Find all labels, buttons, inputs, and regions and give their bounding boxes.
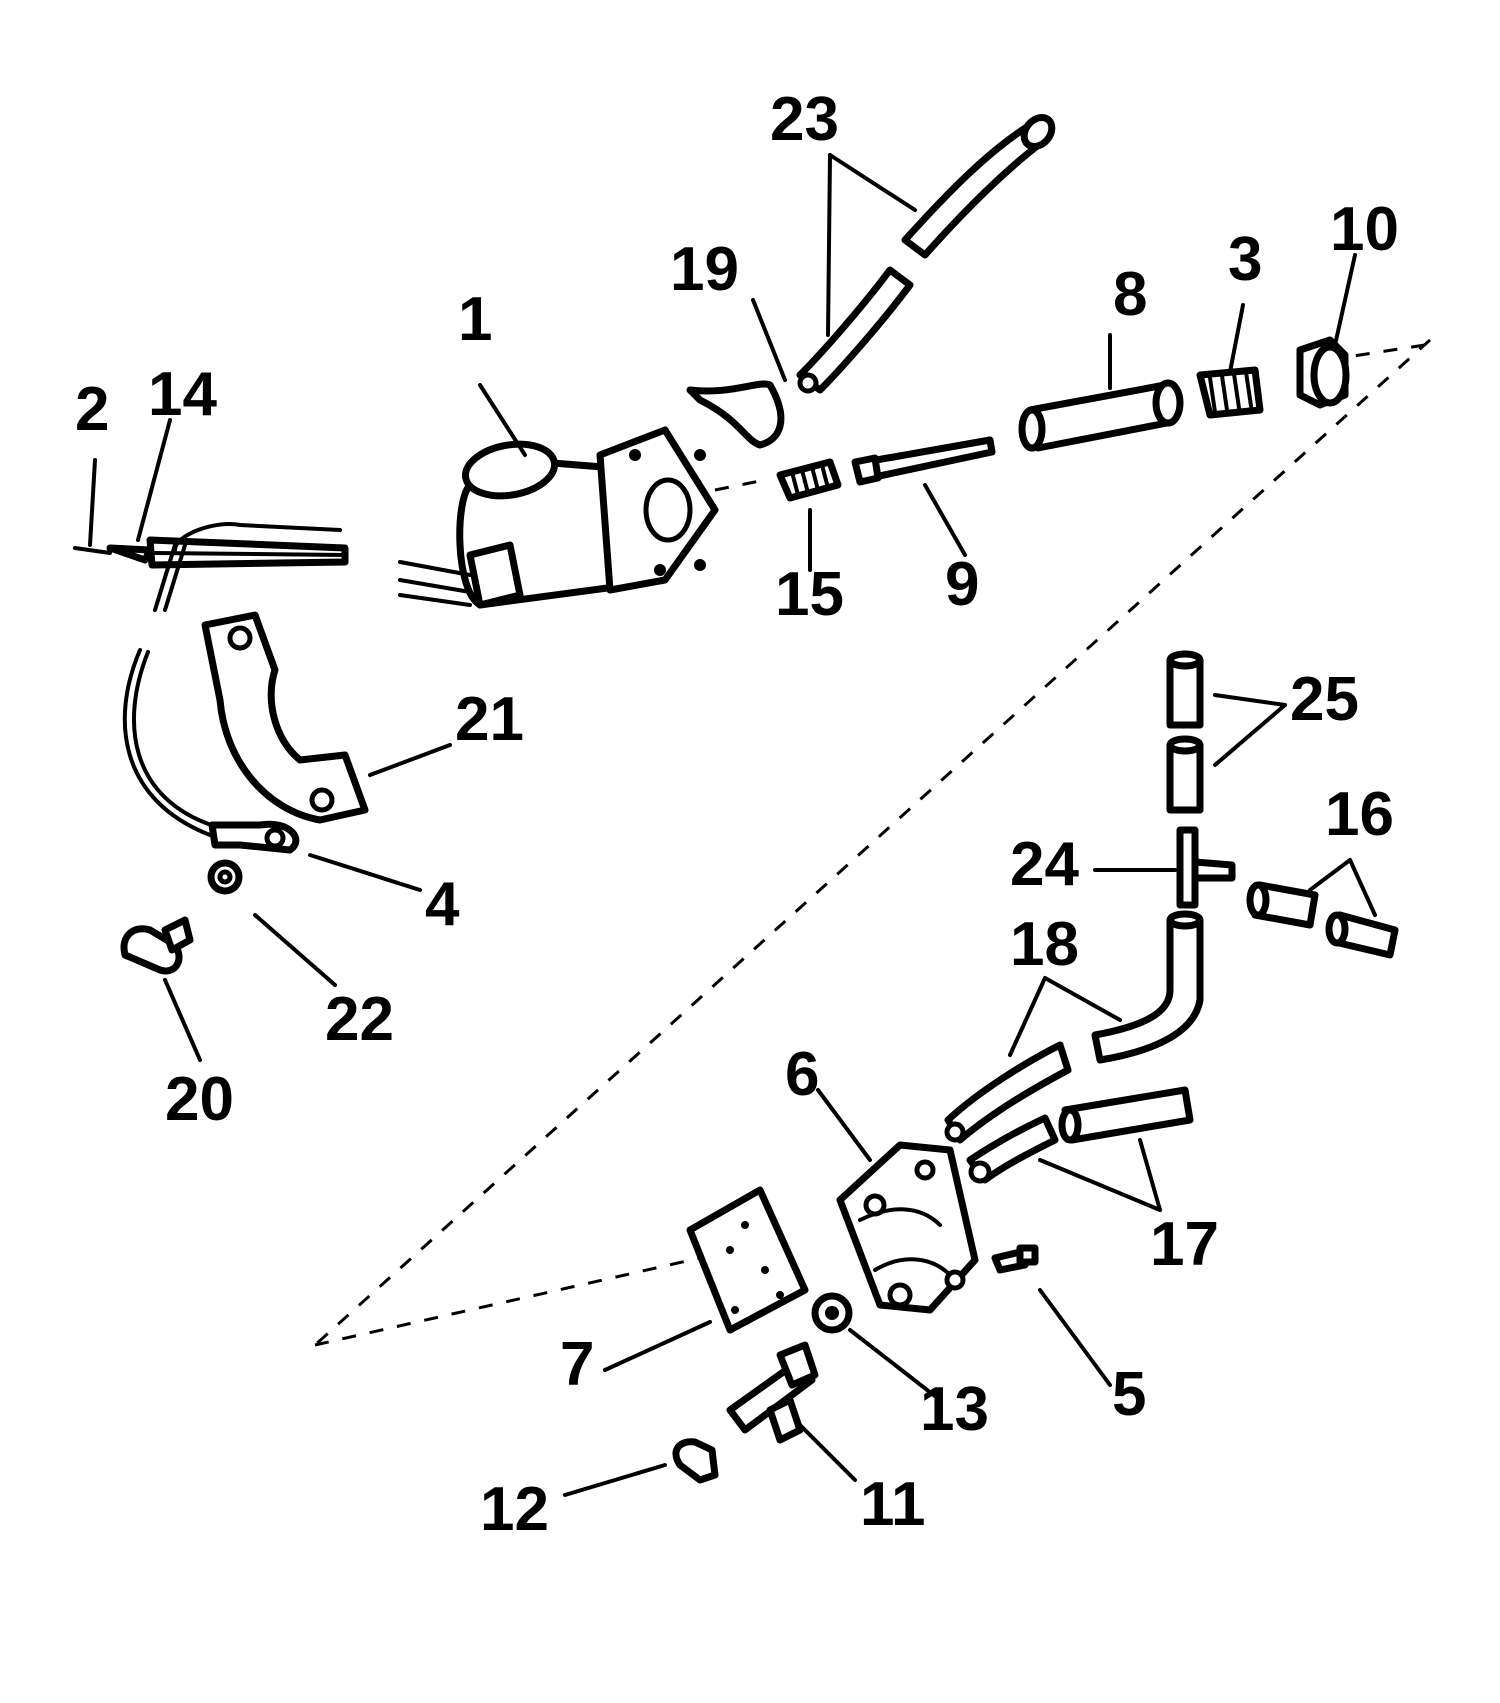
callout-11: 11 bbox=[860, 1470, 926, 1539]
callout-1: 1 bbox=[458, 285, 492, 354]
callout-18: 18 bbox=[1010, 910, 1079, 979]
callout-8: 8 bbox=[1113, 260, 1147, 329]
part-ground-lead bbox=[122, 648, 300, 854]
part-hose-pair-middle bbox=[944, 910, 1204, 1144]
part-clip bbox=[686, 380, 785, 449]
callout-22: 22 bbox=[325, 985, 394, 1054]
callout-23: 23 bbox=[770, 85, 839, 154]
callout-5: 5 bbox=[1112, 1360, 1146, 1429]
part-hose-upper bbox=[796, 114, 1056, 394]
callout-20: 20 bbox=[165, 1065, 234, 1134]
part-screw-small bbox=[991, 1244, 1039, 1274]
callout-21: 21 bbox=[455, 685, 524, 754]
part-pump-housing bbox=[836, 1141, 979, 1314]
part-tee-upper bbox=[1176, 826, 1236, 909]
callout-2: 2 bbox=[75, 375, 109, 444]
callout-19: 19 bbox=[670, 235, 739, 304]
callout-7: 7 bbox=[560, 1330, 594, 1399]
callout-6: 6 bbox=[785, 1040, 819, 1109]
callout-labels: 1 2 3 4 5 6 7 8 9 10 11 12 13 14 15 16 1… bbox=[75, 85, 1399, 1544]
part-wire-harness bbox=[73, 522, 349, 612]
callout-9: 9 bbox=[945, 550, 979, 619]
part-lock-washer bbox=[207, 859, 243, 895]
callout-17: 17 bbox=[1150, 1210, 1219, 1279]
callout-25: 25 bbox=[1290, 665, 1359, 734]
part-spring-large bbox=[1196, 366, 1264, 419]
part-nut bbox=[1296, 336, 1350, 409]
leader-lines bbox=[88, 153, 1377, 1497]
callout-15: 15 bbox=[775, 560, 844, 629]
callout-14: 14 bbox=[148, 360, 217, 429]
callout-16: 16 bbox=[1325, 780, 1394, 849]
part-screw-large bbox=[120, 916, 194, 975]
part-fittings-upper bbox=[1166, 650, 1204, 814]
callout-24: 24 bbox=[1010, 830, 1079, 899]
part-bracket bbox=[201, 611, 369, 824]
part-hose-pair-lower bbox=[966, 1086, 1194, 1184]
part-motor bbox=[398, 426, 719, 609]
callout-10: 10 bbox=[1330, 195, 1399, 264]
part-grommet bbox=[811, 1292, 853, 1334]
part-tee-lower bbox=[726, 1341, 819, 1444]
part-spring-small bbox=[776, 458, 842, 502]
part-diaphragm bbox=[686, 1186, 809, 1334]
part-sleeve bbox=[1018, 379, 1184, 452]
callout-12: 12 bbox=[480, 1475, 549, 1544]
callout-13: 13 bbox=[920, 1375, 989, 1444]
part-pin bbox=[851, 436, 996, 486]
dashed-reference-lines bbox=[313, 338, 1432, 1347]
part-hose-pieces-right bbox=[1246, 881, 1399, 959]
part-cap bbox=[672, 1438, 719, 1484]
callout-3: 3 bbox=[1228, 225, 1262, 294]
callout-4: 4 bbox=[425, 870, 460, 939]
